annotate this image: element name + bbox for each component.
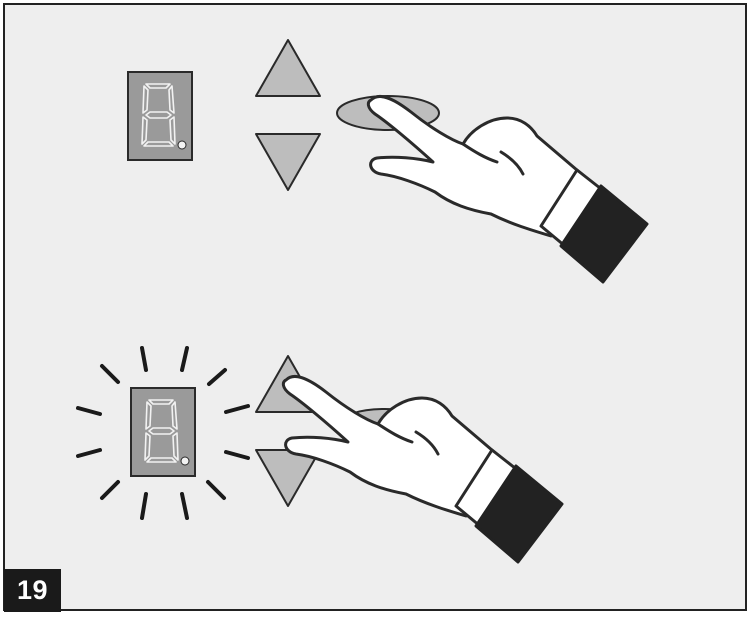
down-arrow-button-icon-bottom[interactable]: [255, 449, 321, 507]
step-2: [76, 346, 564, 564]
down-arrow-button-icon-top[interactable]: [255, 133, 321, 191]
step-1: [127, 39, 649, 284]
hand-pointer-icon-bottom: [281, 374, 564, 564]
seven-segment-display-top: [127, 71, 193, 161]
hand-pointer-icon-top: [366, 94, 649, 284]
figure-number-badge: 19: [4, 569, 61, 612]
up-arrow-button-icon-top[interactable]: [255, 39, 321, 97]
seven-segment-display-bottom: [130, 387, 196, 477]
flash-rays-icon: [76, 346, 250, 520]
